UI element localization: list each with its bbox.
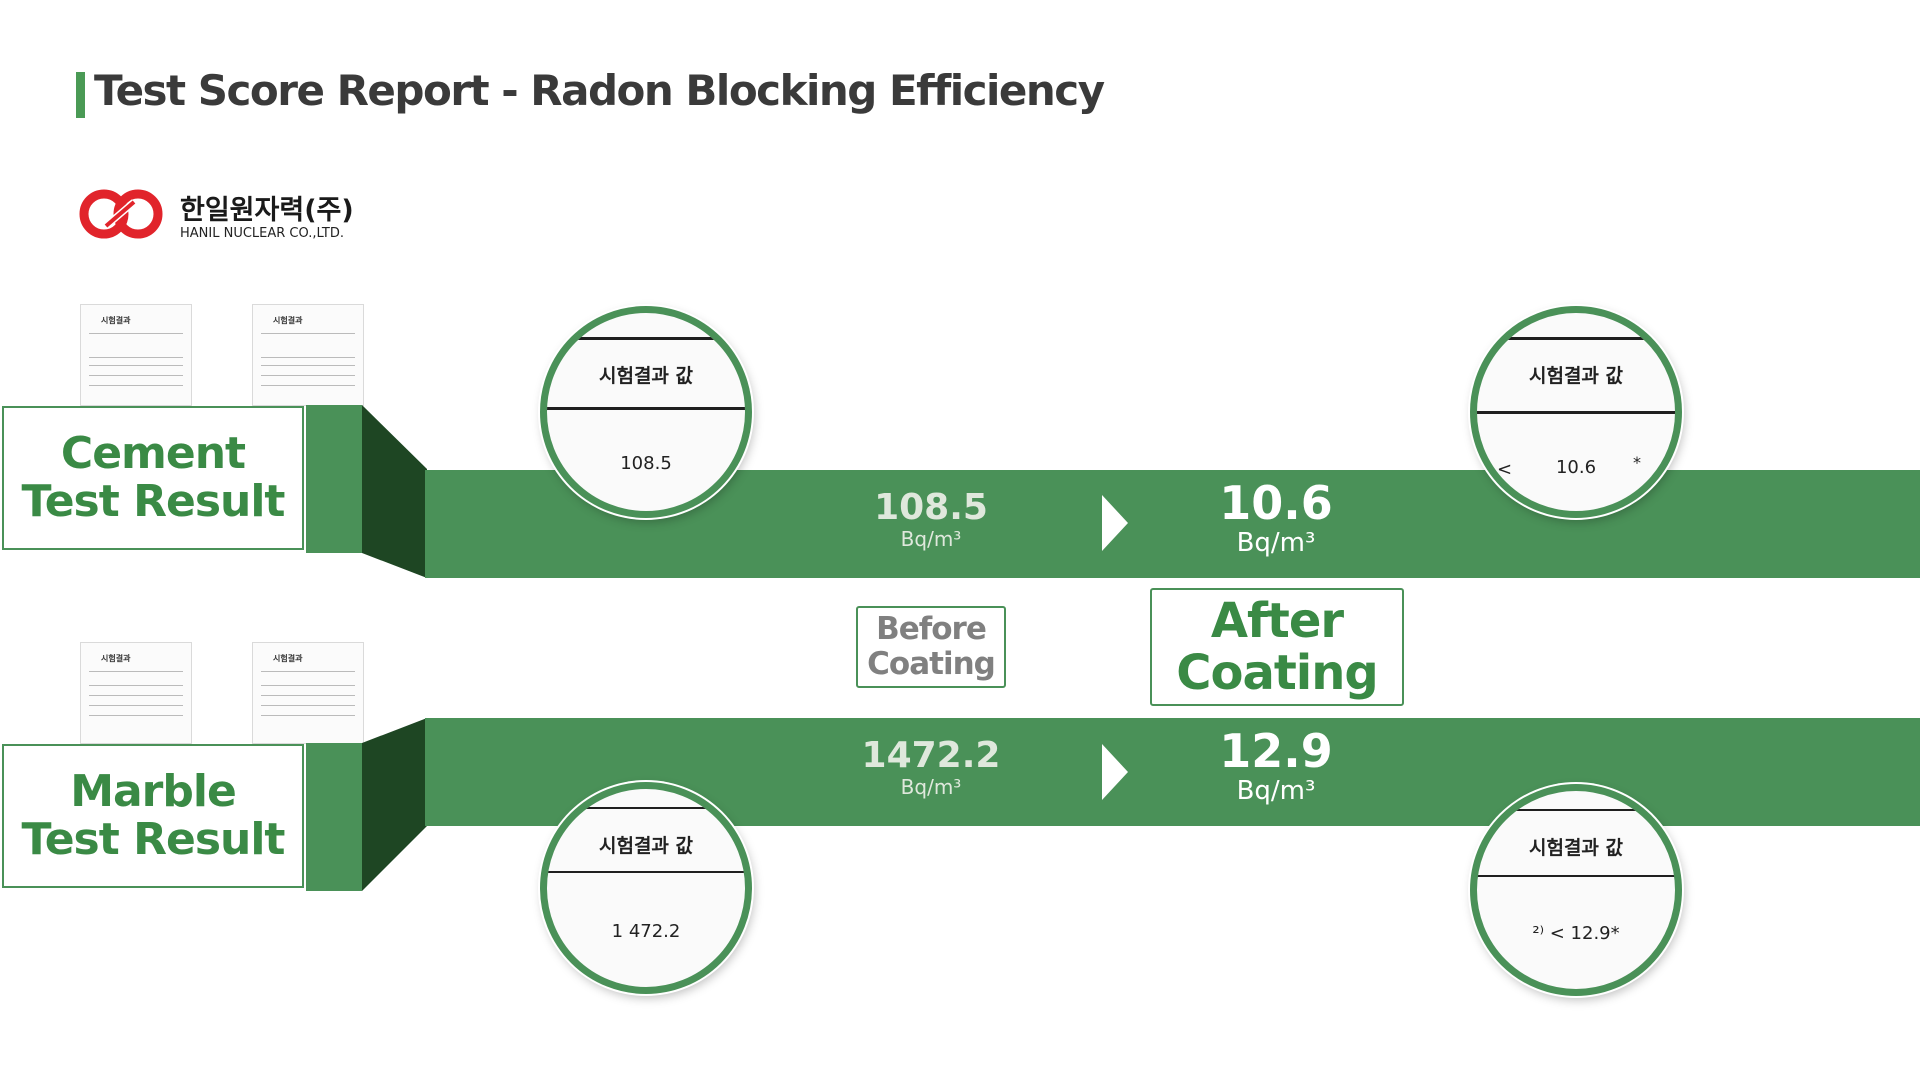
marble-label-line2: Test Result bbox=[21, 814, 286, 865]
marble-after-zoom: 시험결과 값 ²⁾ < 12.9* bbox=[1470, 784, 1682, 996]
cement-before-unit: Bq/m³ bbox=[900, 527, 962, 551]
zoom-heading: 시험결과 값 bbox=[598, 835, 693, 857]
cement-label-line2: Test Result bbox=[21, 476, 286, 527]
cement-after-number: 10.6 bbox=[1219, 476, 1333, 530]
after-line1: After bbox=[1210, 593, 1344, 649]
cement-report-thumbnail-2: 시험결과 bbox=[252, 304, 364, 406]
company-name-korean: 한일원자력(주) bbox=[180, 195, 354, 226]
company-name-english: HANIL NUCLEAR CO.,LTD. bbox=[180, 226, 345, 241]
marble-before-unit: Bq/m³ bbox=[900, 775, 962, 799]
marble-after-number: 12.9 bbox=[1219, 724, 1333, 778]
cement-arrow-icon bbox=[1102, 495, 1128, 551]
cement-report-thumbnail: 시험결과 bbox=[80, 304, 192, 406]
doc-heading: 시험결과 bbox=[273, 654, 303, 663]
marble-arrow-icon bbox=[1102, 744, 1128, 800]
hanil-logo-icon bbox=[79, 189, 163, 239]
marble-before-value: 1472.2 Bq/m³ bbox=[831, 735, 1031, 799]
marble-before-number: 1472.2 bbox=[861, 735, 1001, 776]
cement-after-zoom: 시험결과 값 < 10.6 * bbox=[1470, 306, 1682, 518]
page-title: Test Score Report - Radon Blocking Effic… bbox=[94, 66, 1105, 115]
marble-test-result-label: Marble Test Result bbox=[2, 744, 304, 888]
marble-band-connector bbox=[362, 718, 427, 891]
cement-band-connector bbox=[362, 405, 427, 578]
before-line2: Coating bbox=[867, 646, 996, 682]
doc-heading: 시험결과 bbox=[101, 654, 131, 663]
title-accent-bar bbox=[76, 72, 85, 118]
marble-after-unit: Bq/m³ bbox=[1236, 776, 1316, 806]
cement-panel-side bbox=[306, 405, 362, 553]
marble-before-zoom: 시험결과 값 1 472.2 bbox=[540, 782, 752, 994]
marble-panel-side bbox=[306, 743, 362, 891]
cement-label-line1: Cement bbox=[60, 428, 246, 479]
marble-report-thumbnail-2: 시험결과 bbox=[252, 642, 364, 744]
after-coating-label: After Coating bbox=[1150, 588, 1404, 706]
doc-heading: 시험결과 bbox=[101, 316, 131, 325]
zoom-heading: 시험결과 값 bbox=[1528, 837, 1623, 859]
zoom-value: 108.5 bbox=[620, 453, 672, 474]
doc-heading: 시험결과 bbox=[273, 316, 303, 325]
cement-before-zoom: 시험결과 값 108.5 bbox=[540, 306, 752, 518]
before-coating-label: Before Coating bbox=[856, 606, 1006, 688]
cement-after-value: 10.6 Bq/m³ bbox=[1166, 478, 1386, 558]
zoom-suffix: * bbox=[1633, 453, 1641, 472]
marble-label-line1: Marble bbox=[70, 766, 237, 817]
before-line1: Before bbox=[876, 611, 987, 647]
zoom-prefix: < bbox=[1497, 459, 1513, 480]
cement-before-value: 108.5 Bq/m³ bbox=[831, 487, 1031, 551]
cement-test-result-label: Cement Test Result bbox=[2, 406, 304, 550]
after-line2: Coating bbox=[1176, 645, 1379, 701]
zoom-value: ²⁾ < 12.9* bbox=[1532, 923, 1620, 944]
zoom-value: 10.6 bbox=[1555, 457, 1597, 478]
zoom-value: 1 472.2 bbox=[611, 921, 681, 942]
zoom-heading: 시험결과 값 bbox=[1528, 365, 1623, 387]
cement-before-number: 108.5 bbox=[874, 487, 988, 528]
marble-after-value: 12.9 Bq/m³ bbox=[1166, 726, 1386, 806]
zoom-heading: 시험결과 값 bbox=[598, 365, 693, 387]
cement-after-unit: Bq/m³ bbox=[1236, 528, 1316, 558]
marble-report-thumbnail: 시험결과 bbox=[80, 642, 192, 744]
